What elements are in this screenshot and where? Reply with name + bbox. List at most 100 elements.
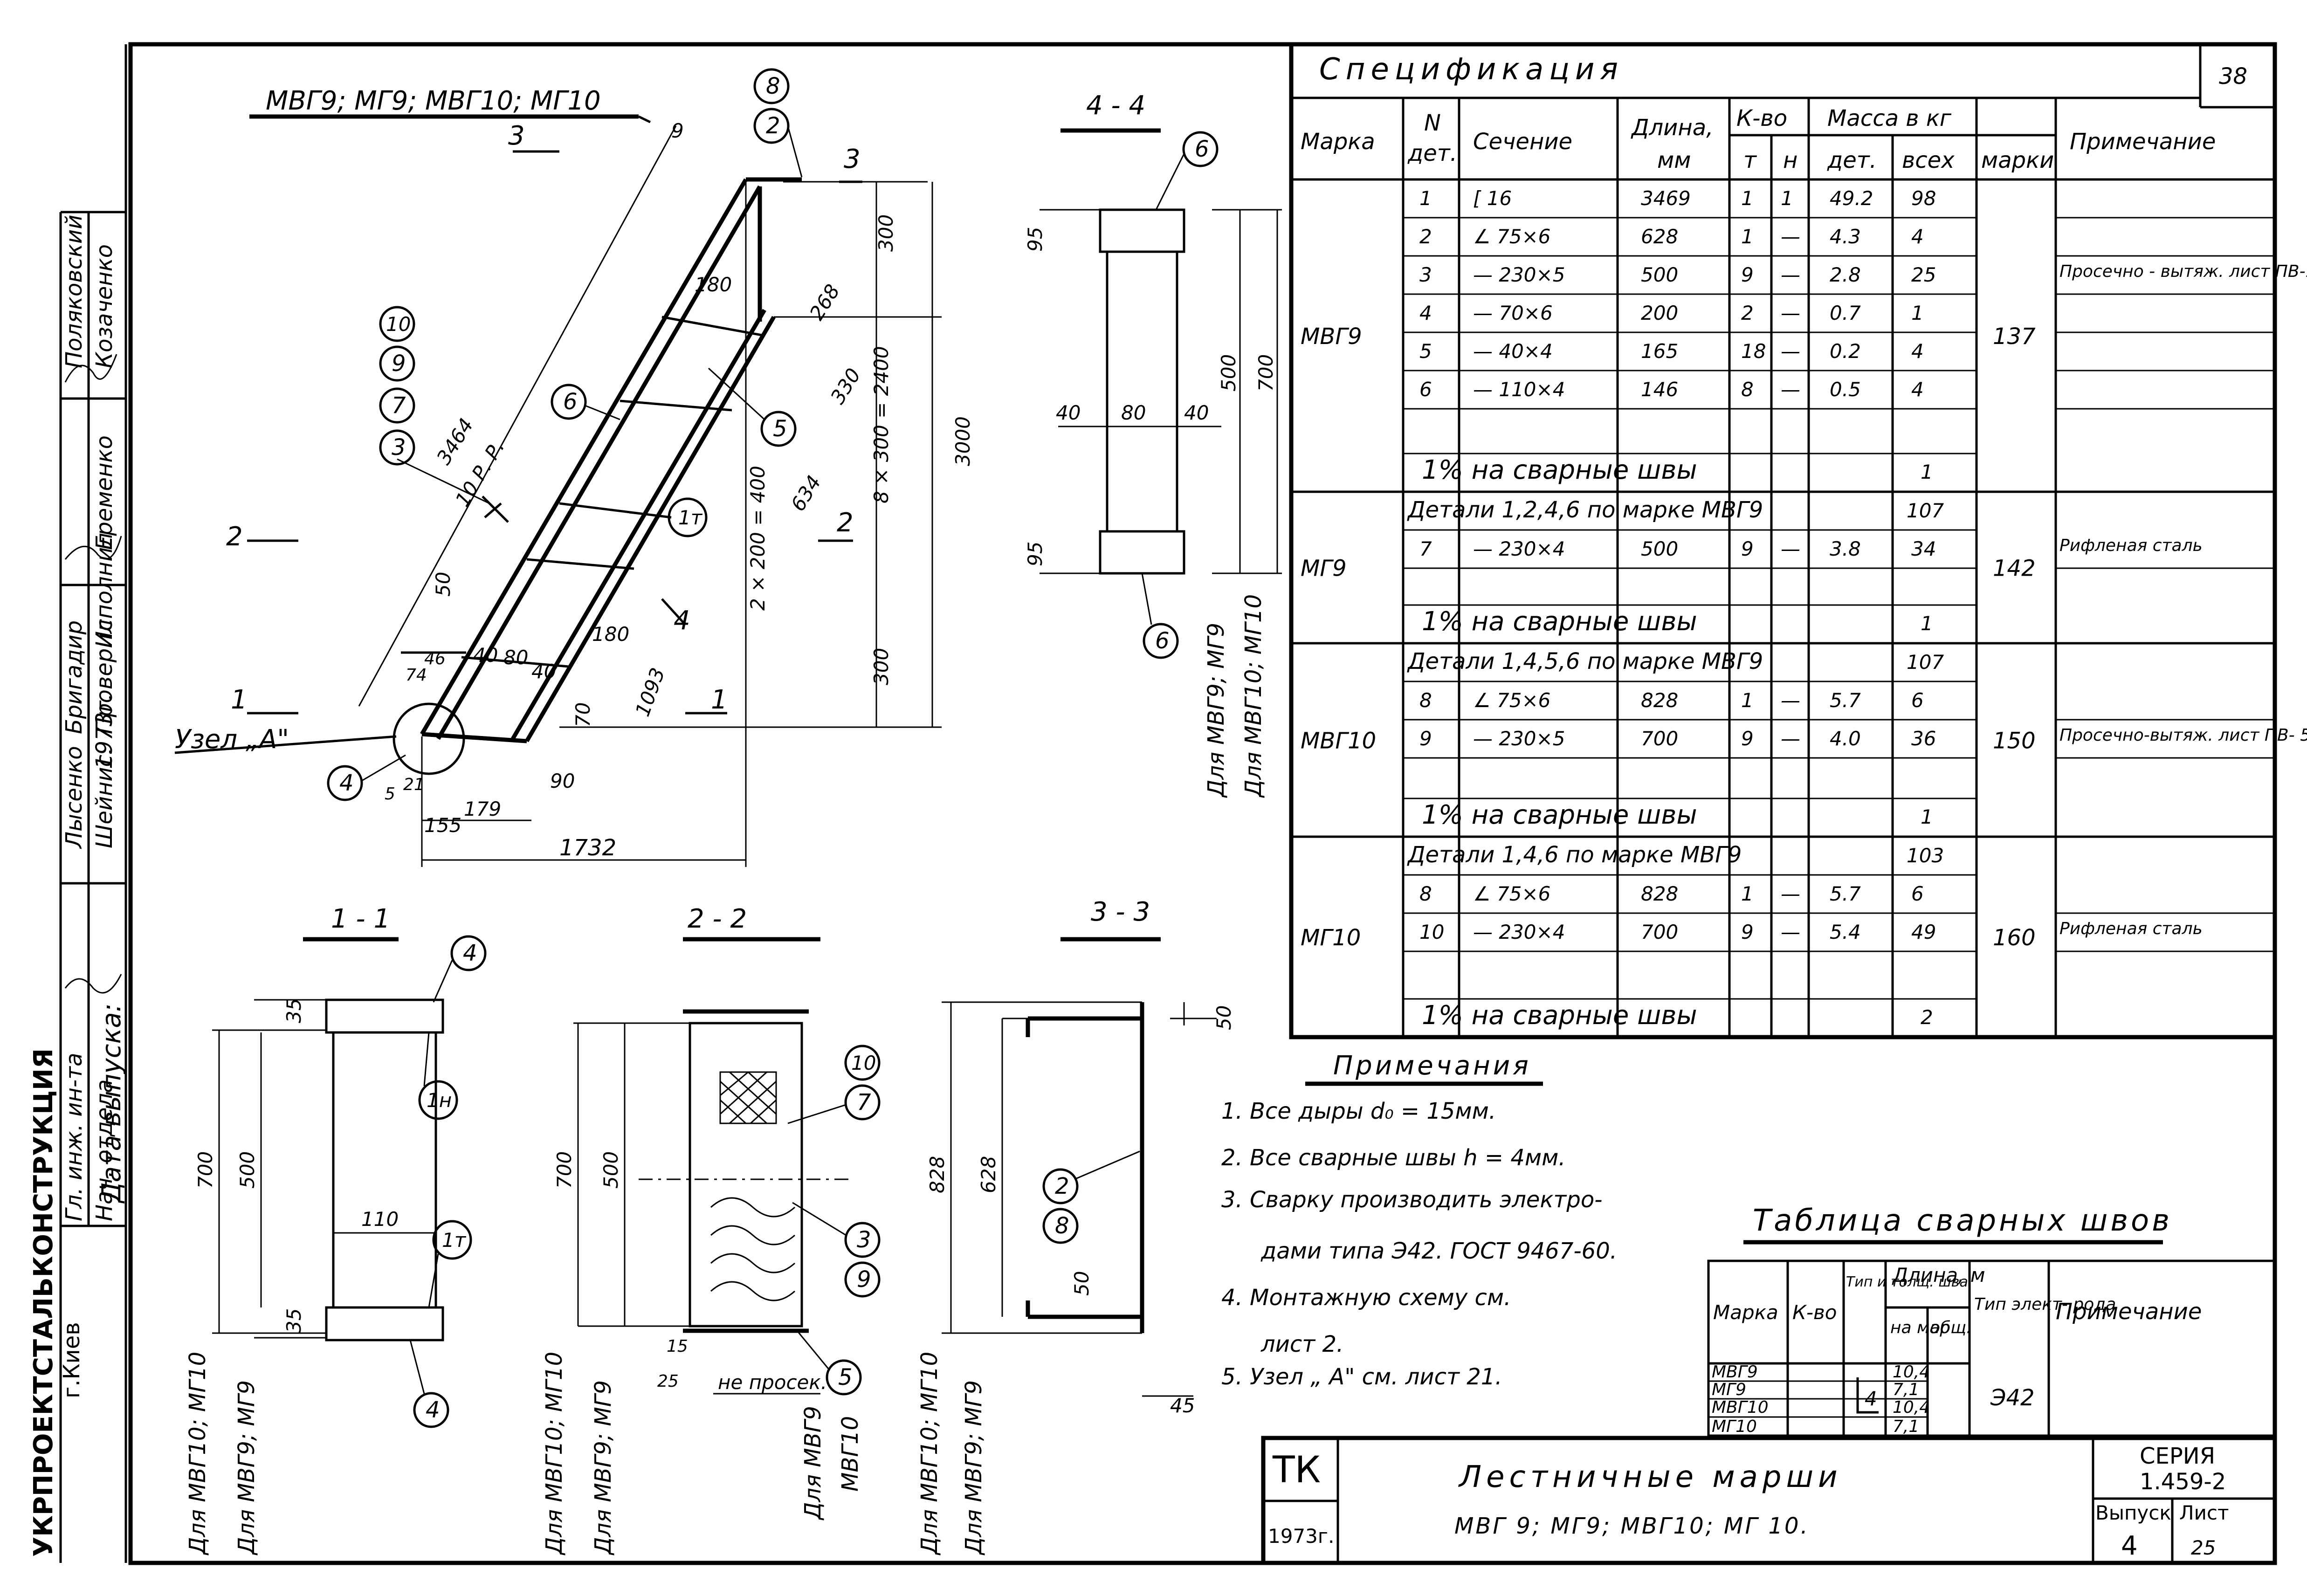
section-4-4-title: 4 - 4 — [1086, 90, 1145, 121]
s22-dim-15: 15 — [667, 1337, 688, 1356]
spec-cell-n: 10 — [1419, 921, 1444, 943]
svg-text:8: 8 — [1055, 1213, 1069, 1239]
tb-sheet: 25 — [2191, 1536, 2216, 1559]
svg-text:3: 3 — [392, 434, 406, 461]
s22-note-mvg9b: Для МВГ9 — [800, 1406, 826, 1520]
s22-callout-9: 9 — [844, 1261, 881, 1298]
weld-h-type: Тип и толщ. шва — [1846, 1274, 1968, 1290]
spec-cell-length: 700 — [1641, 921, 1678, 943]
spec-cell-det: 2.8 — [1830, 263, 1861, 286]
spec-h-n2: дет. — [1407, 140, 1457, 166]
svg-text:6: 6 — [1195, 136, 1209, 162]
spec-cell-n: 8 — [1419, 882, 1432, 905]
spec-cell-det: 0.7 — [1830, 302, 1861, 324]
s22-callout-7: 7 — [844, 1084, 881, 1121]
weld-table-title: Таблица сварных швов — [1753, 1204, 2172, 1238]
svg-text:10: 10 — [851, 1052, 876, 1074]
s11-dim-35-bot: 35 — [282, 1308, 305, 1333]
s33-callout-2: 2 — [1042, 1168, 1079, 1204]
weld-h-mark: Марка — [1713, 1301, 1778, 1324]
weld-row-1-mark: МВГ9 — [1712, 1362, 1758, 1382]
spec-cell-nn: — — [1781, 263, 1800, 286]
weld-h-length: Длина, м — [1892, 1264, 1985, 1286]
svg-text:1т: 1т — [442, 1229, 467, 1252]
spec-weld-val: 1 — [1921, 461, 1933, 483]
spec-h-mass: Масса в кг — [1827, 105, 1952, 131]
dim-330: 330 — [826, 364, 865, 408]
dim-300-bot: 300 — [870, 648, 893, 685]
s22-dim-500: 500 — [599, 1151, 622, 1189]
spec-cell-section: — 230×5 — [1473, 263, 1565, 286]
svg-text:5: 5 — [773, 416, 787, 442]
weld-row-1-len: 10,4 — [1893, 1362, 1930, 1382]
s33-dim-628: 628 — [977, 1156, 1000, 1193]
s11-dim-110: 110 — [361, 1208, 399, 1231]
dim-180-top: 180 — [695, 273, 732, 296]
spec-h-det: дет. — [1827, 147, 1877, 173]
callout-4: 4 — [327, 765, 363, 801]
spec-cell-note: Просечно-вытяж. лист ПВ- 510 — [2059, 726, 2307, 745]
spec-cell-all: 6 — [1911, 882, 1924, 905]
spec-cell-section: — 230×4 — [1473, 537, 1565, 560]
spec-cell-t: 9 — [1741, 727, 1754, 750]
callout-10: 10 — [379, 306, 415, 342]
spec-cell-nn: — — [1781, 537, 1800, 560]
weld-type: 4 — [1865, 1387, 1877, 1410]
note-3: 3. Сварку производить электро- — [1221, 1187, 1603, 1213]
spec-cell-length: 500 — [1641, 537, 1678, 560]
weld-h-electrode: Тип элект- рода — [1974, 1295, 2116, 1314]
spec-group-mark: МГ9 — [1301, 556, 1347, 582]
spec-cell-t: 1 — [1741, 882, 1754, 905]
weld-h-qty: К-во — [1792, 1301, 1837, 1324]
spec-h-length2: мм — [1657, 147, 1691, 173]
note-1: 1. Все дыры d₀ = 15мм. — [1221, 1098, 1496, 1124]
spec-cell-section: ∠ 75×6 — [1473, 689, 1550, 712]
s11-callout-1n: 1н — [418, 1080, 458, 1120]
spec-cell-length: 3469 — [1641, 187, 1691, 210]
spec-cell-n: 5 — [1419, 340, 1432, 363]
s44-dim-40-left: 40 — [1056, 401, 1081, 424]
callout-7: 7 — [379, 387, 415, 424]
spec-cell-all: 1 — [1911, 302, 1924, 324]
tread-plate-pattern — [710, 1197, 795, 1301]
spec-cell-n: 9 — [1419, 727, 1432, 750]
section-4-4: 4 - 4 95 40 80 40 500 700 95 6 6 Для МВГ… — [1024, 90, 1282, 798]
svg-text:9: 9 — [392, 351, 406, 377]
s44-dim-500: 500 — [1217, 354, 1240, 392]
s11-callout-4-bot: 4 — [413, 1392, 449, 1428]
s33-dim-45: 45 — [1170, 1394, 1195, 1417]
s44-dim-95-top: 95 — [1024, 227, 1047, 252]
spec-cell-all: 98 — [1911, 187, 1936, 210]
section-3-3-title: 3 - 3 — [1091, 897, 1150, 927]
stamp-name-2: Шейнис. — [91, 748, 117, 848]
spec-group-mass: 160 — [1993, 925, 2036, 951]
spec-h-length: Длина, — [1631, 115, 1713, 141]
spec-cell-length: 500 — [1641, 263, 1678, 286]
spec-cell-n: 6 — [1419, 378, 1432, 401]
svg-text:4: 4 — [463, 940, 477, 966]
s11-dim-700: 700 — [194, 1151, 217, 1189]
dim-179: 179 — [464, 798, 501, 820]
dim-74: 74 — [406, 666, 427, 685]
s11-note-mvg10: Для МВГ10; МГ10 — [185, 1352, 211, 1555]
svg-text:9: 9 — [857, 1266, 871, 1293]
spec-h-mark: Марка — [1301, 129, 1375, 155]
s22-note-mvg10: Для МВГ10; МГ10 — [541, 1352, 567, 1555]
spec-cell-det: 0.2 — [1830, 340, 1861, 363]
dim-5: 5 — [385, 784, 395, 804]
section-3-3: 3 - 3 50 828 628 50 45 2 8 Для МВГ10; МГ… — [916, 897, 1235, 1555]
spec-cell-length: 828 — [1641, 689, 1678, 712]
weld-row-2-len: 7,1 — [1893, 1380, 1919, 1399]
s22-callout-10: 10 — [844, 1045, 881, 1081]
spec-cell-section: — 110×4 — [1473, 378, 1565, 401]
tb-issue-label: Выпуск — [2095, 1501, 2171, 1524]
spec-cell-nn: — — [1781, 727, 1800, 750]
s11-callout-4-top: 4 — [450, 935, 487, 971]
s22-note-prosek: не просек. — [718, 1371, 827, 1394]
stamp-year: 1973г. — [91, 693, 117, 769]
weld-table: Таблица сварных швов Марка К-во Тип и то… — [1707, 1204, 2276, 1437]
spec-cell-t: 8 — [1741, 378, 1754, 401]
spec-group-mass: 150 — [1993, 728, 2036, 754]
svg-text:6: 6 — [563, 389, 578, 415]
dim-3464: 3464 — [432, 414, 478, 469]
